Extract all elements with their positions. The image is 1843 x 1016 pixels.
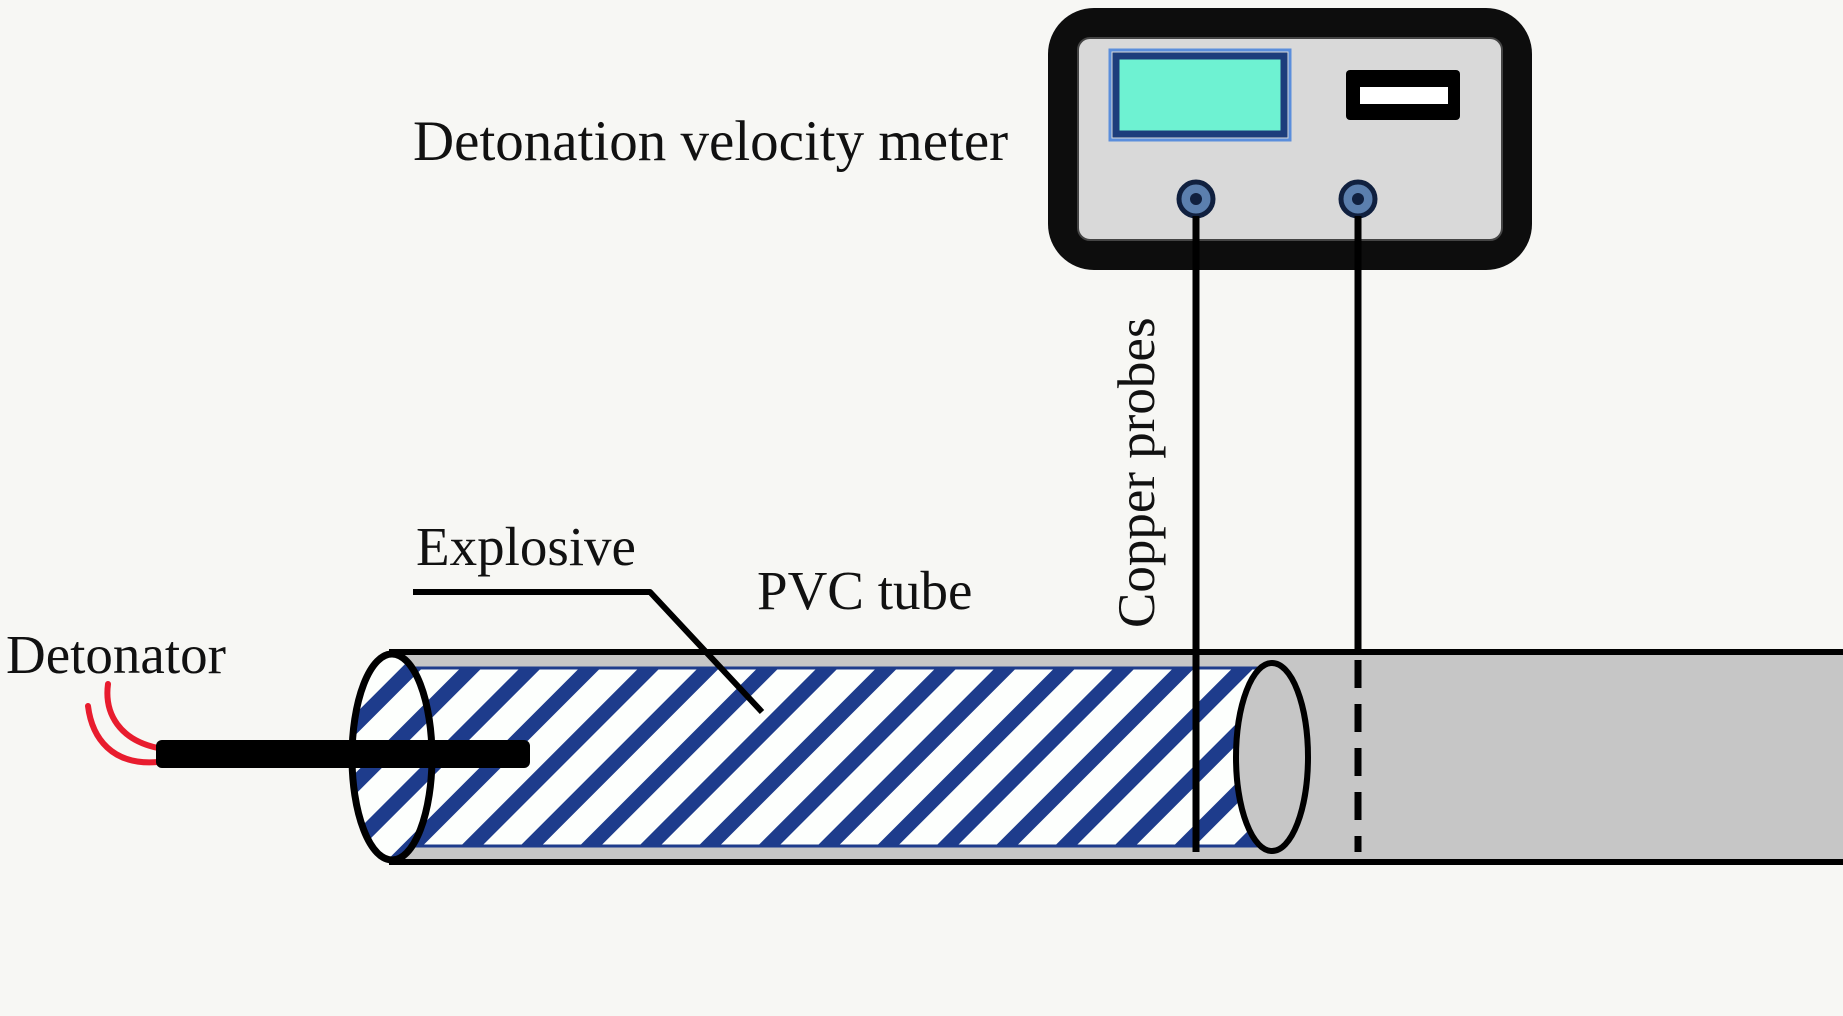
pvc-tube-group — [348, 649, 1843, 865]
explosive-right-endcap — [1233, 660, 1311, 854]
pvc-tube-label: PVC tube — [757, 560, 973, 621]
meter-slot-bar — [1360, 87, 1448, 104]
copper-probes-label: Copper probes — [1108, 317, 1166, 628]
detonator-label: Detonator — [6, 624, 226, 685]
detonation-velocity-meter — [1048, 8, 1532, 270]
copper-probes-group — [1192, 216, 1362, 852]
meter-terminal-left-pin — [1190, 193, 1202, 205]
detonator-rod — [156, 740, 530, 768]
explosive-label: Explosive — [416, 516, 636, 577]
meter-display-outline — [1108, 48, 1292, 142]
explosive-leader-line — [413, 589, 765, 715]
detonator-lead-wire-upper — [104, 681, 161, 751]
meter-terminal-right-pin — [1352, 193, 1364, 205]
detonator-lead-wire-lower — [85, 703, 161, 766]
meter-label: Detonation velocity meter — [413, 110, 1009, 173]
detonator-group — [85, 681, 530, 768]
meter-display-screen — [1112, 52, 1288, 138]
explosive-hatch — [388, 666, 1274, 848]
